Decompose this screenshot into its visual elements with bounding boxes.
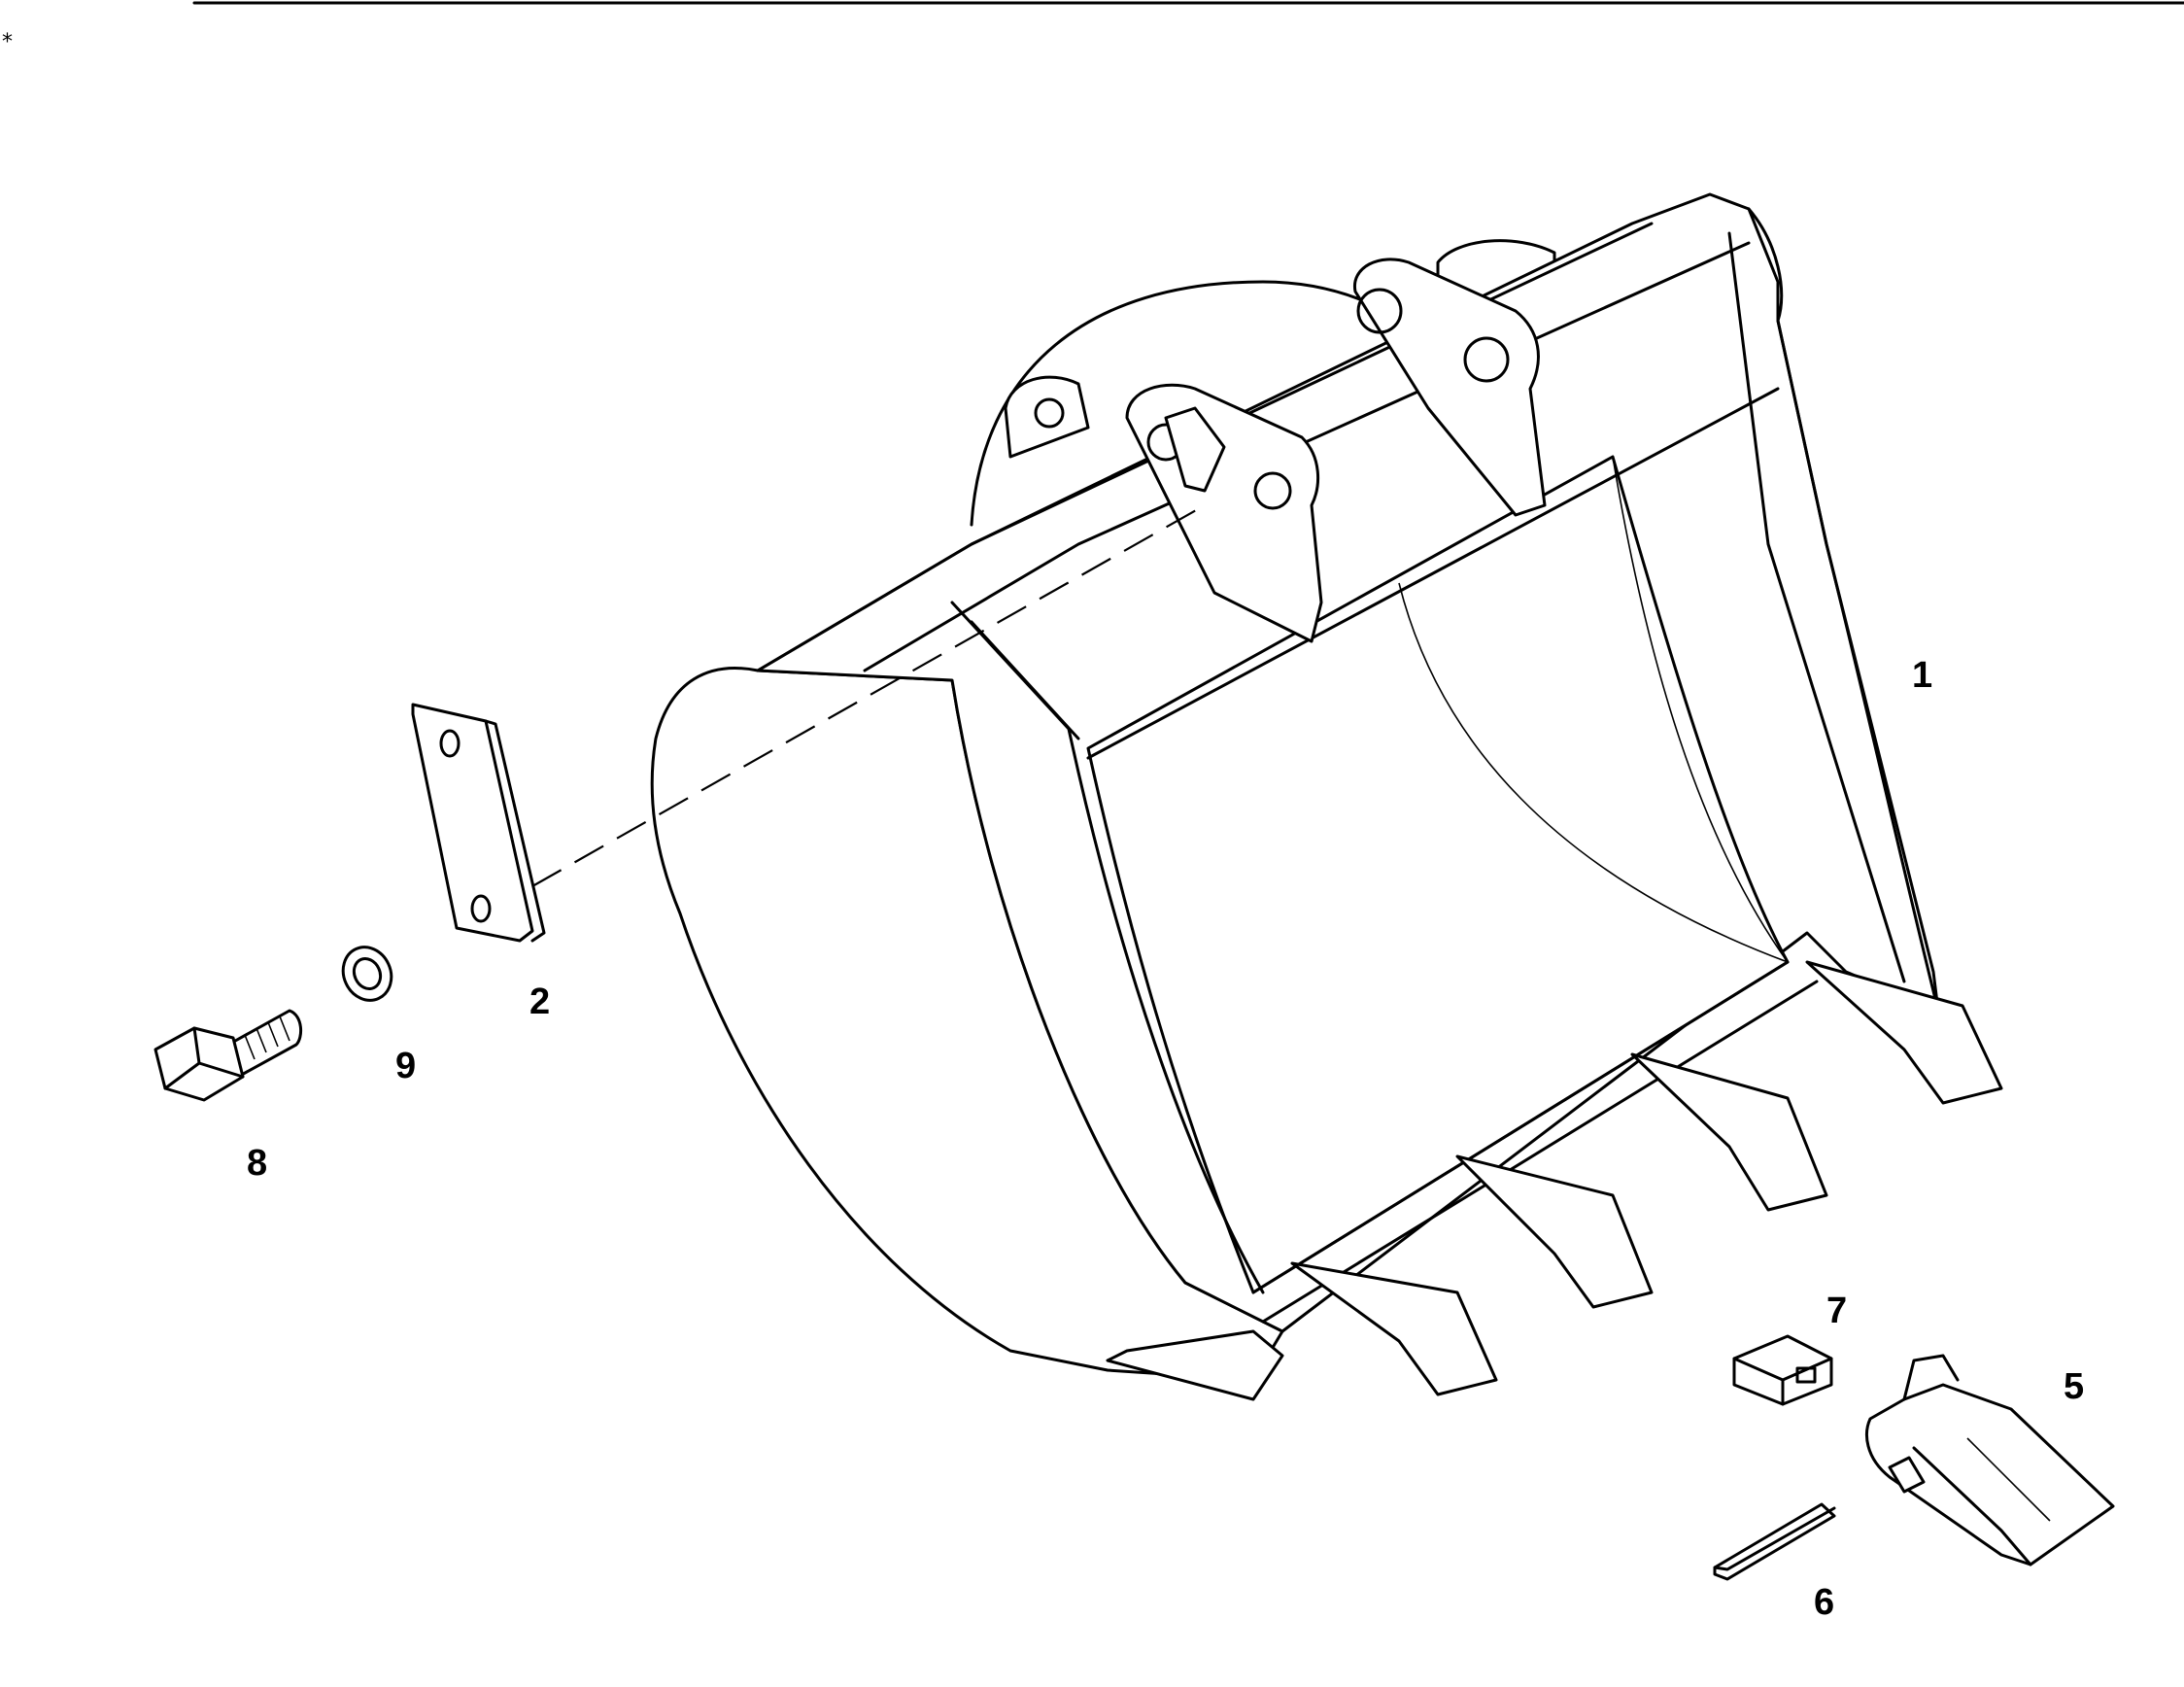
bolt-shank [226,1009,303,1079]
bolt-head-faces [163,1026,245,1090]
washer [341,946,393,1002]
rear-bracket-hole-1 [1356,288,1403,334]
lock-body [1732,1334,1833,1406]
adapter-1 [1106,1329,1284,1401]
pin-retainer [1164,406,1226,493]
right-inner-edge [1727,231,1906,983]
tooth-lug [1902,1354,1960,1401]
tooth-groove [1966,1437,2051,1522]
plate-hole-top [439,729,461,758]
callout-1: 1 [1912,655,1933,696]
tooth-lock [1732,1334,1833,1406]
plate-thickness [484,719,546,943]
plate-hole-bottom [470,894,492,923]
callout-9: 9 [395,1046,417,1086]
tooth-pin [1713,1502,1836,1581]
lock-edges [1732,1357,1833,1406]
front-bracket-hole-2 [1253,471,1292,510]
right-side-edge [1747,207,1940,1013]
washer-inner [352,956,383,991]
hex-bolt [154,1009,303,1102]
left-side-edge [950,601,1265,1294]
rear-bracket-hole-2 [1463,336,1510,383]
lock-slot [1795,1366,1817,1384]
bucket-tooth [1865,1354,2115,1566]
tooth-pin-hole [1888,1456,1926,1494]
corner-mark: * [2,30,13,54]
cutting-edge-bottom [1261,980,1819,1324]
bucket [650,192,2003,1401]
callout-6: 6 [1814,1582,1835,1623]
left-edge-top [970,620,1080,740]
adapter-4 [1630,1052,1828,1212]
cavity-edge [1612,456,1789,963]
bolt-threads [244,1016,290,1060]
callout-8: 8 [247,1143,268,1184]
cutting-edge-top [1251,960,1790,1294]
tooth-body [1865,1383,2115,1566]
callout-2: 2 [529,981,551,1022]
washer-outer [341,946,393,1002]
callout-5: 5 [2064,1366,2085,1407]
adapter-2 [1290,1261,1498,1396]
retaining-plate [411,703,546,943]
top-beam-bottom [1086,387,1780,760]
cavity-curve [1398,582,1789,963]
lifting-eye [1004,375,1090,459]
adapter-5 [1805,960,2003,1105]
tooth-ridge [1912,1446,2032,1566]
pin-edge [1713,1506,1836,1571]
callout-7: 7 [1826,1291,1848,1331]
tooth-adapters [1106,960,2003,1401]
assembly-leader-line [531,504,1206,887]
adapter-3 [1455,1154,1654,1309]
rear-bracket [1353,258,1547,517]
lifting-eye-hole [1034,397,1065,429]
